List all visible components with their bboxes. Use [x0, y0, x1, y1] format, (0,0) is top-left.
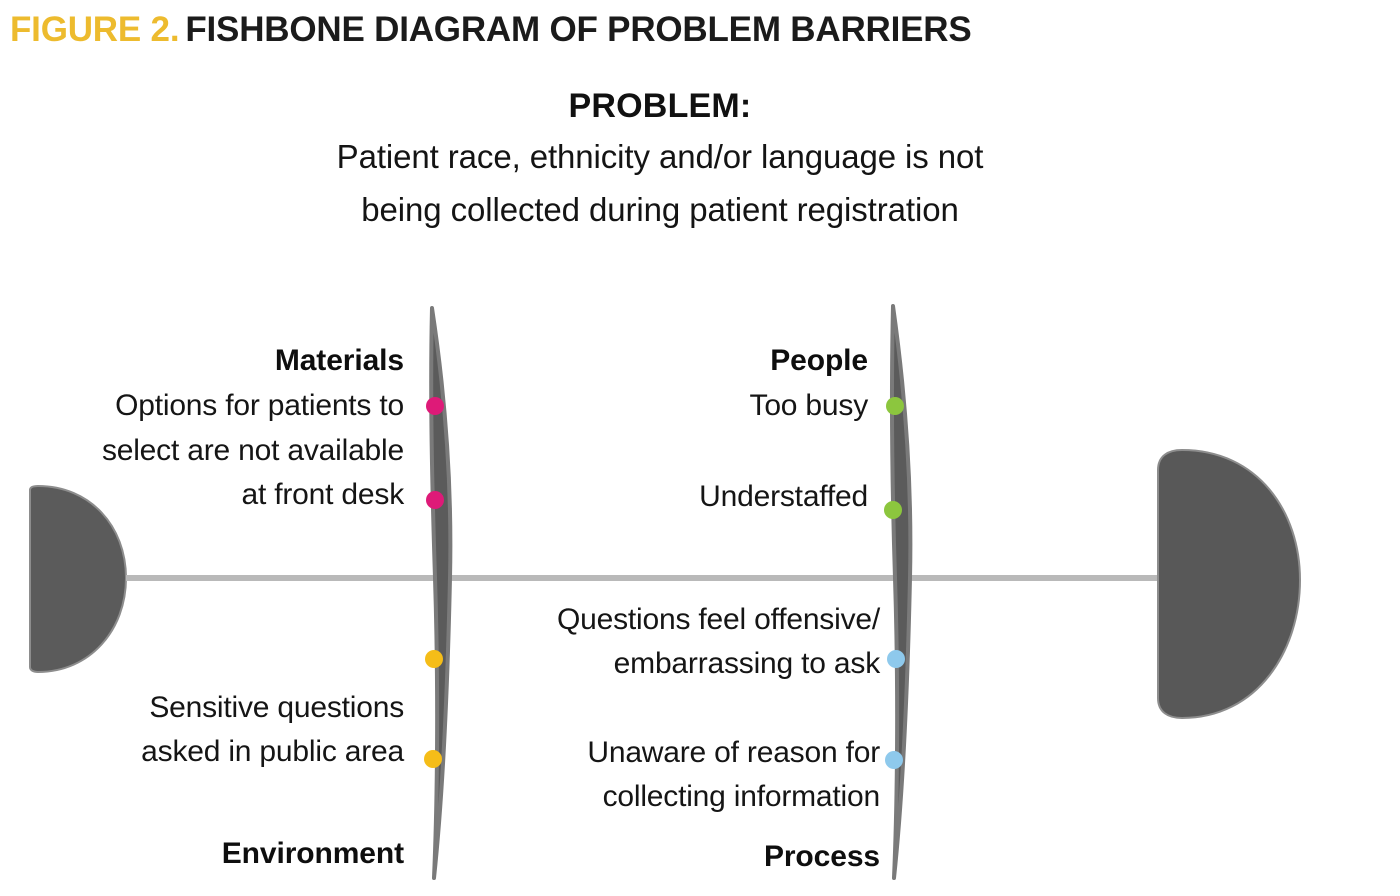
cause-text-people-line-2: Understaffed [699, 479, 868, 513]
cause-group-environment: Sensitive questions asked in public area… [0, 686, 404, 871]
cause-heading-process: Process [763, 839, 880, 873]
cause-text-process-line-2: embarrassing to ask [613, 647, 881, 681]
problem-label: PROBLEM: [568, 87, 752, 125]
process-dot-1 [887, 650, 905, 668]
process-cause-block-2: Unaware of reason for collecting informa… [440, 731, 880, 820]
right-bone-shape [889, 304, 913, 880]
cause-group-process: Questions feel offensive/ embarrassing t… [440, 598, 880, 874]
cause-heading-people: People [770, 344, 868, 377]
problem-block: PROBLEM: Patient race, ethnicity and/or … [0, 86, 1320, 236]
problem-statement-line-1: Patient race, ethnicity and/or language … [336, 138, 984, 176]
process-dot-2 [885, 751, 903, 769]
fish-head-shape [1157, 448, 1302, 720]
cause-group-materials: Materials Options for patients to select… [0, 344, 404, 517]
cause-heading-materials: Materials [274, 344, 404, 377]
cause-text-process-line-3: Unaware of reason for [587, 735, 880, 769]
cause-text-people-line-1: Too busy [749, 389, 869, 423]
figure-title: FIGURE 2.FISHBONE DIAGRAM OF PROBLEM BAR… [10, 12, 1390, 47]
materials-dot-1 [426, 397, 444, 415]
cause-group-people: People Too busy Understaffed [480, 344, 868, 519]
cause-text-materials-line-1: Options for patients to [115, 389, 404, 423]
cause-heading-environment: Environment [221, 836, 404, 870]
process-cause-block-1: Questions feel offensive/ embarrassing t… [440, 598, 880, 687]
figure-title-text: FISHBONE DIAGRAM OF PROBLEM BARRIERS [185, 10, 972, 49]
cause-text-materials-line-3: at front desk [241, 477, 405, 511]
people-dot-1 [886, 397, 904, 415]
materials-dot-2 [426, 491, 444, 509]
cause-text-process-line-4: collecting information [602, 780, 881, 814]
cause-text-environment-line-1: Sensitive questions [149, 691, 404, 724]
cause-text-environment-line-2: asked in public area [141, 735, 404, 769]
cause-text-materials-line-2: select are not available [101, 433, 404, 467]
cause-text-process-line-1: Questions feel offensive/ [557, 603, 880, 636]
problem-statement: Patient race, ethnicity and/or language … [0, 131, 1320, 235]
problem-statement-line-2: being collected during patient registrat… [361, 190, 959, 228]
figure-number-label: FIGURE 2. [10, 10, 180, 49]
people-dot-2 [884, 501, 902, 519]
